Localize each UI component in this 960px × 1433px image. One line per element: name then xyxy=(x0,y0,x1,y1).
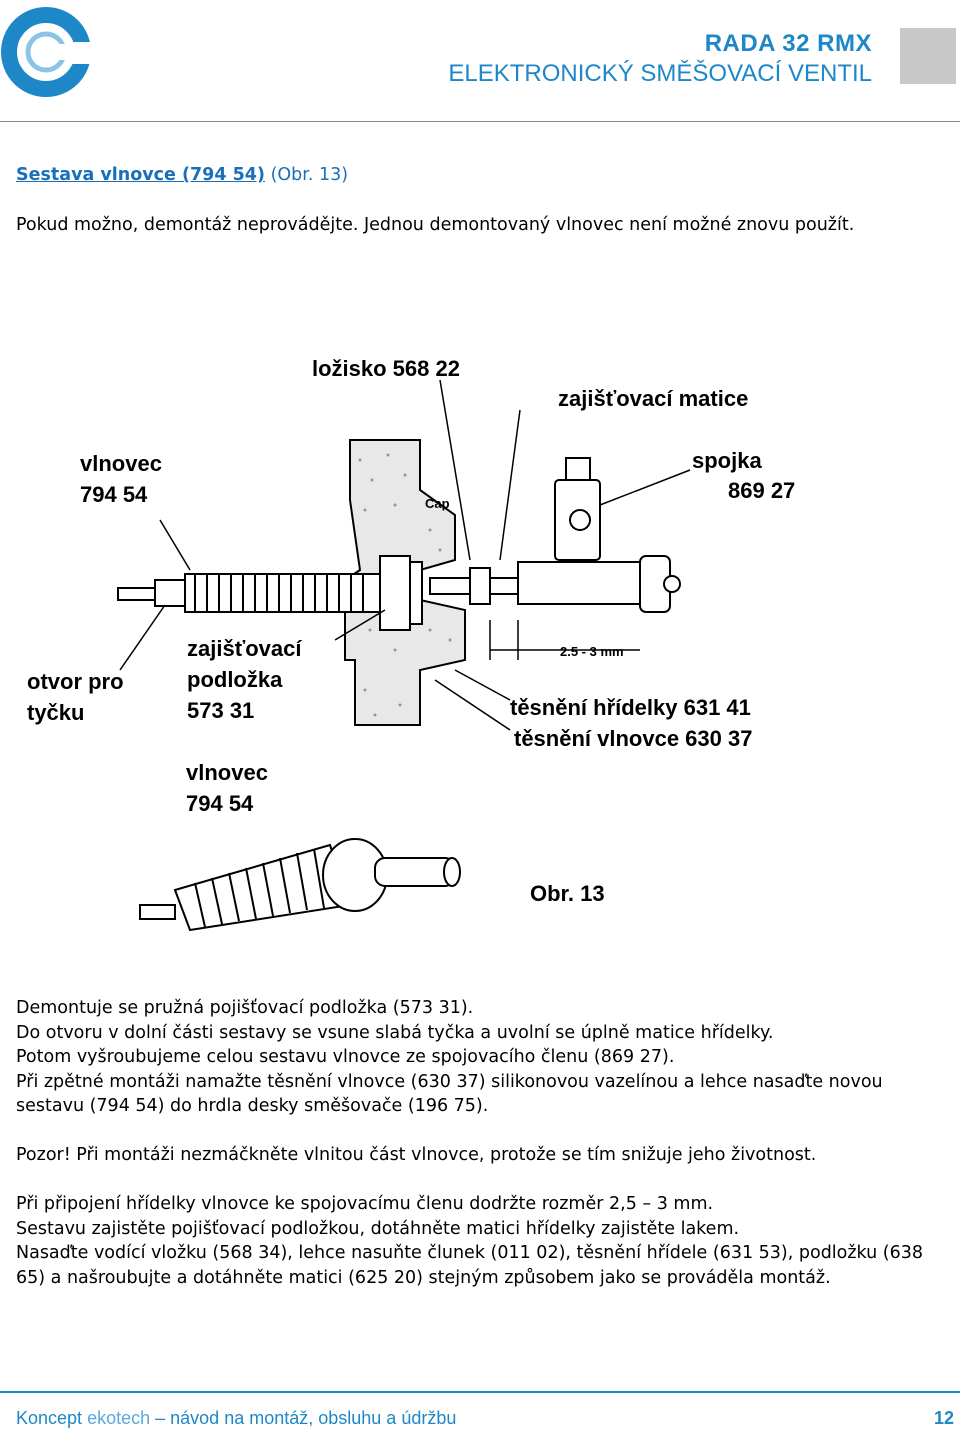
label-shaft-seal: těsnění hřídelky 631 41 xyxy=(510,695,751,720)
bellows-ribs xyxy=(194,574,364,612)
paragraph-3: Potom vyšroubujeme celou sestavu vlnovce… xyxy=(16,1047,675,1067)
label-lock-washer-1: zajišťovací xyxy=(187,636,302,661)
label-bellows-top-2: 794 54 xyxy=(80,482,148,507)
paragraph-6: Při připojení hřídelky vlnovce ke spojov… xyxy=(16,1194,714,1214)
label-bellows-seal: těsnění vlnovce 630 37 xyxy=(514,726,752,751)
header-gray-box xyxy=(900,28,956,84)
label-bellows-bottom-1: vlnovec xyxy=(186,760,268,785)
paragraph-4: Při zpětné montáži namažte těsnění vlnov… xyxy=(16,1071,883,1117)
intro-paragraph: Pokud možno, demontáž neprovádějte. Jedn… xyxy=(16,215,855,235)
section-heading: Sestava vlnovce (794 54) (Obr. 13) xyxy=(16,163,348,188)
company-logo xyxy=(1,7,100,97)
header-divider xyxy=(0,121,960,122)
figure-caption: Obr. 13 xyxy=(530,881,605,906)
footer-text: Koncept ekotech – návod na montáž, obslu… xyxy=(16,1408,456,1429)
label-lock-washer-2: podložka xyxy=(187,667,283,692)
label-rod-hole-2: tyčku xyxy=(27,700,84,725)
label-coupling-2: 869 27 xyxy=(728,478,795,503)
housing-stipple xyxy=(358,453,452,717)
footer-divider xyxy=(0,1391,960,1393)
document-title: RADA 32 RMX ELEKTRONICKÝ SMĚŠOVACÍ VENTI… xyxy=(448,30,872,88)
footer-suffix: – návod na montáž, obsluhu a údržbu xyxy=(155,1408,457,1428)
label-cap: Cap xyxy=(425,496,450,511)
document-title-line1: RADA 32 RMX xyxy=(704,30,872,57)
instructions-body: Demontuje se pružná pojišťovací podložka… xyxy=(16,996,946,1290)
warning-paragraph: Pozor! Při montáži nezmáčkněte vlnitou č… xyxy=(16,1145,817,1165)
paragraph-2: Do otvoru v dolní části sestavy se vsune… xyxy=(16,1022,774,1043)
section-title-link[interactable]: Sestava vlnovce (794 54) xyxy=(16,165,265,185)
footer-prefix: Koncept xyxy=(16,1408,83,1428)
bellows-lower-ribs xyxy=(194,848,325,928)
figure-reference: (Obr. 13) xyxy=(270,165,349,185)
label-coupling-1: spojka xyxy=(692,448,762,473)
shaft-nut xyxy=(469,567,491,605)
label-dimension: 2.5 - 3 mm xyxy=(560,644,624,659)
paragraph-8: Nasaďte vodící vložku (568 34), lehce na… xyxy=(16,1243,924,1288)
label-rod-hole-1: otvor pro xyxy=(27,669,124,694)
label-lock-washer-3: 573 31 xyxy=(187,698,254,723)
label-bearing: ložisko 568 22 xyxy=(312,356,460,381)
document-title-line2: ELEKTRONICKÝ SMĚŠOVACÍ VENTIL xyxy=(448,60,872,87)
bellows-assembly-diagram: ložisko 568 22 zajišťovací matice vlnove… xyxy=(27,356,795,932)
bellows-upper xyxy=(117,555,423,631)
paragraph-1: Demontuje se pružná pojišťovací podložka… xyxy=(16,998,474,1018)
page-number: 12 xyxy=(933,1408,954,1428)
coupling-spojka xyxy=(517,457,681,613)
dimension-marker xyxy=(489,620,640,660)
leader-lines xyxy=(119,379,691,731)
label-locking-nut: zajišťovací matice xyxy=(558,386,748,411)
paragraph-7: Sestavu zajistěte pojišťovací podložkou,… xyxy=(16,1218,740,1239)
label-bellows-top-1: vlnovec xyxy=(80,451,162,476)
bellows-lower xyxy=(139,838,461,932)
label-bellows-bottom-2: 794 54 xyxy=(186,791,254,816)
footer-brand: ekotech xyxy=(87,1408,151,1428)
